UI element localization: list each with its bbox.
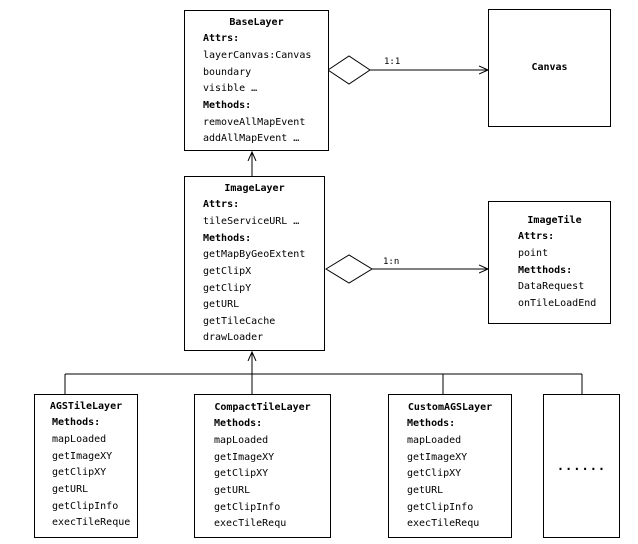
attrs-label: Attrs: — [518, 231, 555, 242]
method-item: getClipInfo — [407, 502, 474, 513]
attr-item: point — [518, 248, 549, 259]
class-base-layer: BaseLayer Attrs: layerCanvas:Canvas boun… — [184, 10, 329, 151]
methods-label: Methods: — [52, 417, 101, 428]
methods-label: Methods: — [203, 233, 252, 244]
class-image-tile: ImageTile Attrs: point Metthods: DataReq… — [488, 201, 611, 324]
class-compact-tile-layer: CompactTileLayer Methods: mapLoaded getI… — [194, 394, 331, 538]
method-item: addAllMapEvent … — [203, 133, 300, 144]
method-item: getClipXY — [407, 468, 462, 479]
class-custom-ags-layer: CustomAGSLayer Methods: mapLoaded getIma… — [388, 394, 512, 538]
class-title: AGSTileLayer — [49, 401, 123, 412]
attr-item: tileServiceURL … — [203, 216, 300, 227]
method-item: drawLoader — [203, 332, 264, 343]
method-item: getURL — [52, 484, 89, 495]
method-item: getClipY — [203, 283, 252, 294]
aggregation-diamond-base-canvas — [327, 55, 371, 85]
attrs-label: Attrs: — [203, 33, 240, 44]
method-item: getMapByGeoExtent — [203, 249, 306, 260]
method-item: getImageXY — [407, 452, 468, 463]
attr-item: boundary — [203, 67, 252, 78]
methods-label: Methods: — [203, 100, 252, 111]
method-item: getClipXY — [52, 467, 107, 478]
class-title: Canvas — [531, 62, 568, 73]
method-item: removeAllMapEvent — [203, 117, 306, 128]
class-title: ImageTile — [527, 215, 582, 226]
method-item: onTileLoadEnd — [518, 298, 597, 309]
methods-label: Metthods: — [518, 265, 573, 276]
method-item: getImageXY — [52, 451, 113, 462]
methods-label: Methods: — [407, 418, 456, 429]
class-title: CustomAGSLayer — [407, 402, 493, 413]
method-item: execTileRequ — [407, 518, 480, 529]
method-item: getURL — [203, 299, 240, 310]
method-item: mapLoaded — [214, 435, 269, 446]
class-more-placeholder: ...... — [543, 394, 620, 538]
class-canvas: Canvas — [488, 9, 611, 127]
method-item: mapLoaded — [52, 434, 107, 445]
class-image-layer: ImageLayer Attrs: tileServiceURL … Metho… — [184, 176, 325, 351]
methods-label: Methods: — [214, 418, 263, 429]
method-item: execTileRequ — [214, 518, 287, 529]
method-item: getClipXY — [214, 468, 269, 479]
attr-item: layerCanvas:Canvas — [203, 50, 312, 61]
method-item: getClipInfo — [52, 501, 119, 512]
method-item: getURL — [407, 485, 444, 496]
method-item: getURL — [214, 485, 251, 496]
multiplicity-label-base-canvas: 1:1 — [384, 57, 401, 67]
class-title: CompactTileLayer — [214, 402, 311, 413]
class-title: BaseLayer — [229, 17, 284, 28]
multiplicity-label-image-tile: 1:n — [383, 257, 400, 267]
method-item: getClipInfo — [214, 502, 281, 513]
method-item: DataRequest — [518, 281, 585, 292]
method-item: getTileCache — [203, 316, 276, 327]
attrs-label: Attrs: — [203, 199, 240, 210]
method-item: getClipX — [203, 266, 252, 277]
attr-item: visible … — [203, 83, 258, 94]
class-ags-tile-layer: AGSTileLayer Methods: mapLoaded getImage… — [34, 394, 138, 538]
method-item: execTileReque — [52, 517, 131, 528]
method-item: mapLoaded — [407, 435, 462, 446]
method-item: getImageXY — [214, 452, 275, 463]
class-title: ImageLayer — [224, 183, 285, 194]
ellipsis-text: ...... — [556, 459, 607, 473]
aggregation-diamond-image-tile — [325, 254, 373, 284]
